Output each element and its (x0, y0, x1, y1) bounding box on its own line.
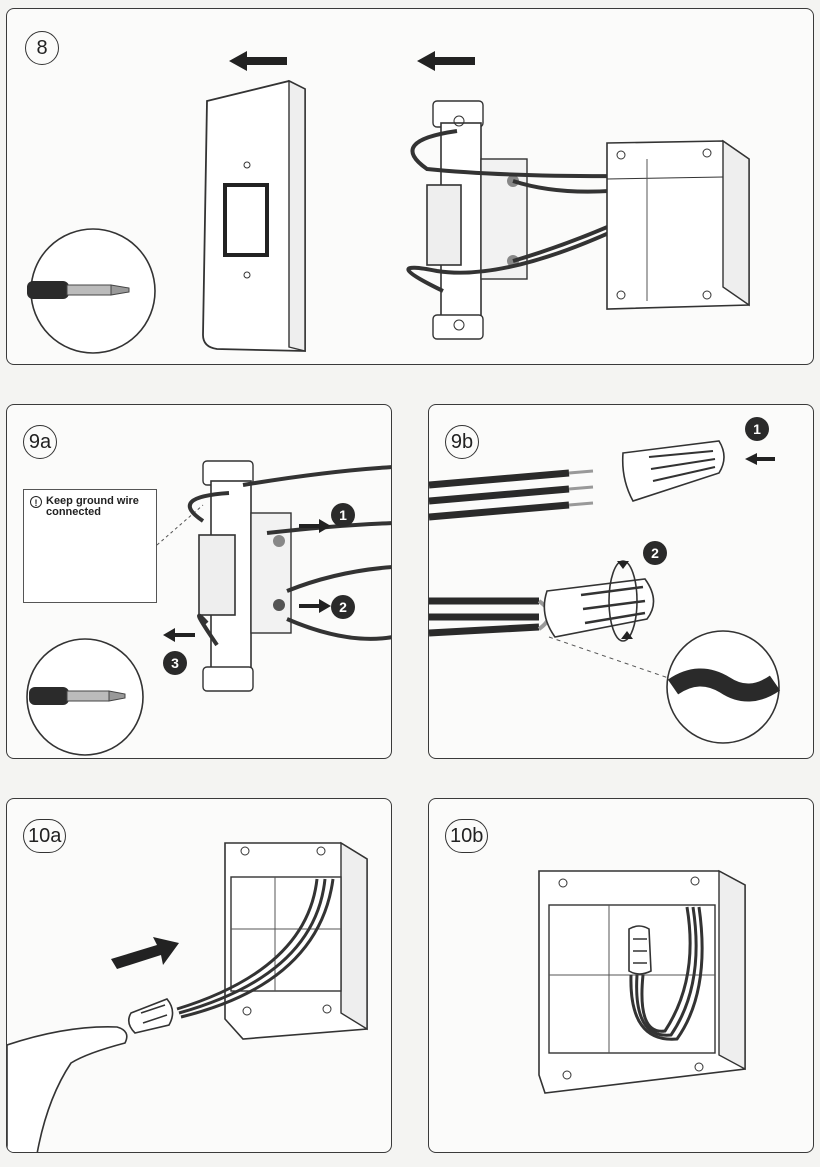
marker-9a-1: 1 (331, 503, 355, 527)
marker-9a-2: 2 (331, 595, 355, 619)
wires (187, 465, 391, 647)
marker-9b-2: 2 (643, 541, 667, 565)
ground-wire-note: ! Keep ground wire connected (23, 489, 157, 603)
wire-nut-icon (543, 578, 655, 638)
step-number-8: 8 (25, 31, 59, 65)
light-switch (426, 100, 528, 340)
wires (429, 469, 570, 521)
panel-step-8: 8 (6, 8, 814, 365)
step-number-9a: 9a (23, 425, 57, 459)
wire-nut-icon (127, 998, 174, 1034)
wires (629, 906, 704, 1041)
panel-step-10a: 10a (6, 798, 392, 1153)
arrow-right-icon (299, 519, 331, 613)
electrical-box (224, 841, 368, 1040)
screwdriver-icon (27, 281, 130, 299)
step-9b-illustration (429, 440, 781, 744)
step-number-10b: 10b (445, 819, 489, 853)
arrow-left-icon (163, 628, 195, 642)
arrow-left-icon (417, 51, 475, 71)
step-number-9b: 9b (445, 425, 479, 459)
marker-9b-1: 1 (745, 417, 769, 441)
panel-step-9b: 9b 1 2 (428, 404, 814, 759)
hand (7, 1026, 128, 1152)
step-10a-illustration (7, 841, 368, 1152)
wires (176, 878, 335, 1019)
warning-icon: ! (30, 496, 42, 508)
panel-step-9a: 9a ! Keep ground wire connected 1 2 3 (6, 404, 392, 759)
wire-nut-icon (628, 925, 652, 975)
screwdriver-icon (29, 687, 126, 705)
note-text: Keep ground wire connected (46, 495, 139, 518)
arrow-left-icon (229, 51, 287, 71)
marker-9a-3: 3 (163, 651, 187, 675)
step-9a-illustration (26, 460, 391, 756)
electrical-box (606, 139, 750, 310)
step-8-illustration (27, 51, 750, 354)
wall-plate (202, 79, 306, 352)
step-number-10a: 10a (23, 819, 67, 853)
arrow-left-icon (745, 453, 775, 465)
panel-step-10b: 10b (428, 798, 814, 1153)
wire-nut-icon (621, 440, 725, 502)
light-switch (198, 460, 292, 692)
step-10b-illustration (538, 869, 746, 1094)
arrow-right-icon (111, 937, 179, 969)
